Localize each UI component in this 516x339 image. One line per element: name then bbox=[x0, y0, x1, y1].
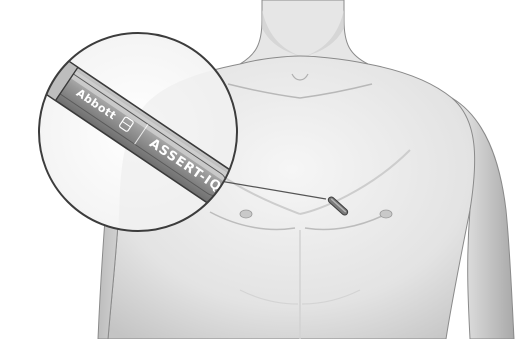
right-nipple bbox=[380, 210, 392, 218]
left-nipple bbox=[240, 210, 252, 218]
neck bbox=[240, 0, 368, 64]
